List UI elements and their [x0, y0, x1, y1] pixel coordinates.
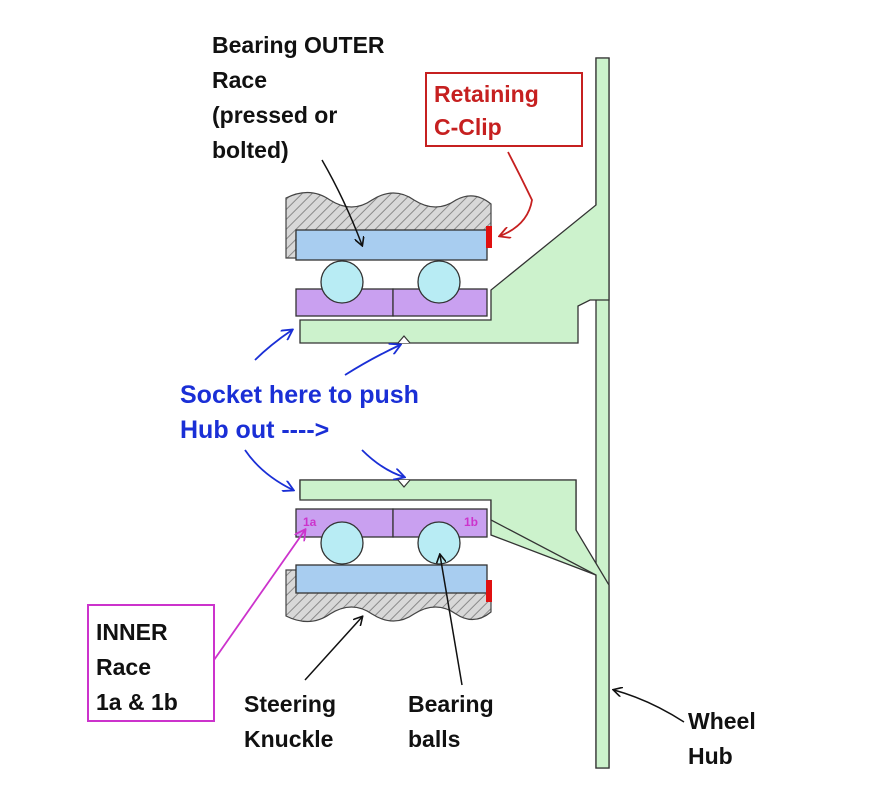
svg-text:Steering: Steering — [244, 691, 336, 717]
svg-text:Race: Race — [212, 67, 267, 93]
steering-knuckle-arrow — [304, 617, 362, 681]
svg-text:Wheel: Wheel — [688, 708, 756, 734]
steering-knuckle-lower — [285, 569, 492, 623]
wheel-hub-label: Wheel Hub — [688, 708, 756, 769]
svg-text:INNER: INNER — [96, 619, 168, 645]
inner-race-arrow — [213, 530, 305, 661]
svg-text:(pressed or: (pressed or — [212, 102, 337, 128]
wheel-hub — [299, 57, 610, 769]
steering-knuckle-label: Steering Knuckle — [244, 691, 336, 752]
bearing-balls-arrow — [440, 555, 463, 686]
inner-race-label: INNER Race 1a & 1b — [96, 619, 178, 715]
bearing-ball — [417, 521, 461, 565]
c-clip-upper — [486, 226, 492, 248]
race-1a-label: 1a — [303, 515, 317, 529]
c-clip-lower — [486, 580, 492, 602]
svg-text:Knuckle: Knuckle — [244, 726, 333, 752]
steering-knuckle-upper — [285, 191, 492, 259]
svg-text:Bearing: Bearing — [408, 691, 494, 717]
svg-text:balls: balls — [408, 726, 460, 752]
hub-notch-lower — [397, 479, 411, 488]
inner-race-box — [87, 604, 215, 722]
svg-text:Race: Race — [96, 654, 151, 680]
svg-text:1a & 1b: 1a & 1b — [96, 689, 178, 715]
hub-notch-upper — [397, 335, 411, 344]
retaining-clip-label: Retaining C-Clip — [434, 81, 539, 140]
svg-text:Bearing OUTER: Bearing OUTER — [212, 32, 385, 58]
wheel-hub-lower — [299, 479, 610, 769]
retaining-clip-box — [425, 72, 583, 147]
wheel-hub-upper — [299, 57, 610, 344]
svg-text:Retaining: Retaining — [434, 81, 539, 107]
race-1b-label: 1b — [464, 515, 478, 529]
outer-race-upper — [295, 229, 488, 261]
socket-label: Socket here to push Hub out ----> — [180, 381, 419, 444]
socket-arrow-upper-left — [254, 330, 292, 361]
bearing-balls-label: Bearing balls — [408, 691, 494, 752]
socket-arrow-lower-right — [361, 449, 404, 477]
svg-text:bolted): bolted) — [212, 137, 289, 163]
retaining-clip-arrow — [500, 151, 533, 236]
bearing-ball — [320, 260, 364, 304]
wheel-hub-arrow — [614, 690, 685, 723]
svg-text:C-Clip: C-Clip — [434, 114, 502, 140]
outer-race-arrow — [321, 159, 362, 245]
bearing-ball — [417, 260, 461, 304]
svg-text:Socket here to push: Socket here to push — [180, 381, 419, 409]
outer-race-label: Bearing OUTER Race (pressed or bolted) — [212, 32, 385, 163]
bearing-ball — [320, 521, 364, 565]
socket-arrow-upper-right — [344, 345, 400, 376]
svg-text:Hub out ---->: Hub out ----> — [180, 416, 329, 444]
socket-arrow-lower-left — [244, 449, 293, 490]
outer-race-lower — [295, 564, 488, 594]
svg-text:Hub: Hub — [688, 743, 733, 769]
